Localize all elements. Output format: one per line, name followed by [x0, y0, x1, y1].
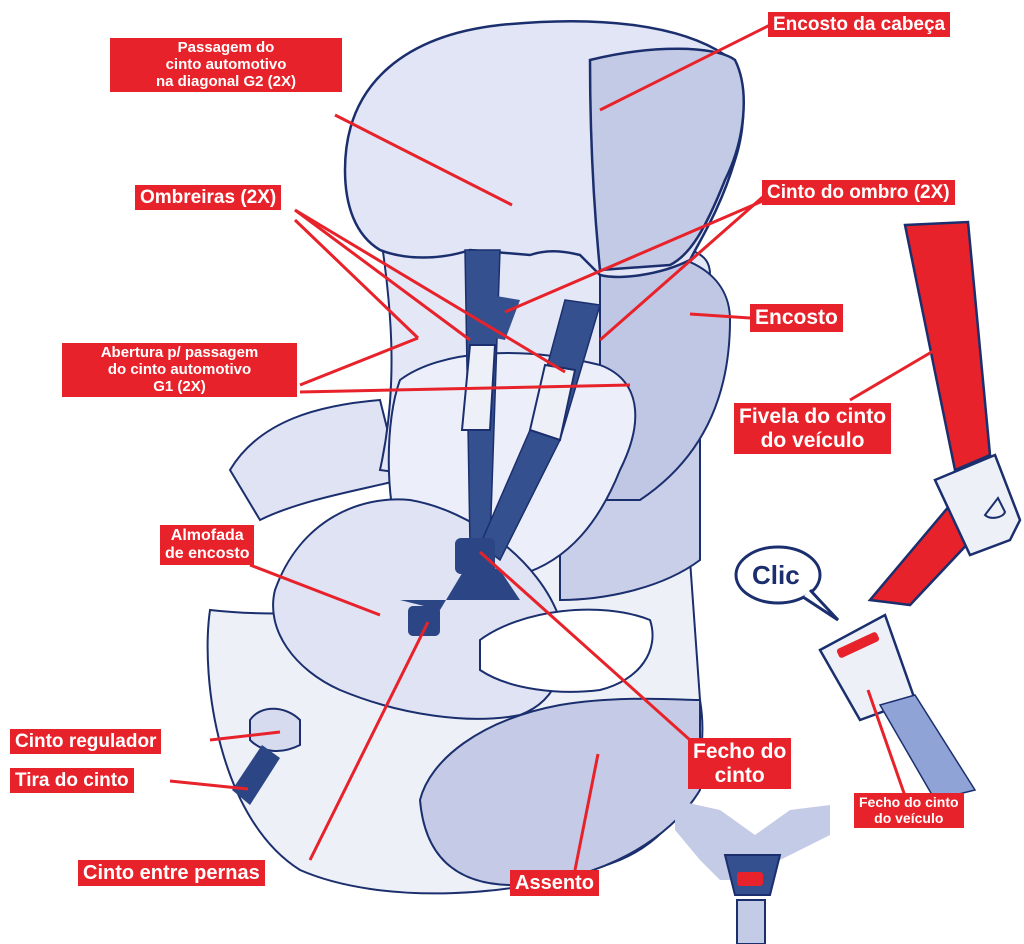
- label-ombreiras: Ombreiras (2X): [135, 185, 281, 210]
- label-tira-cinto: Tira do cinto: [10, 768, 134, 793]
- label-passagem-g2-line2: cinto automotivo: [115, 57, 337, 74]
- label-passagem-g2-line3: na diagonal G2 (2X): [115, 74, 337, 91]
- label-abertura-g1-line2: do cinto automotivo: [67, 362, 292, 379]
- label-fivela-veiculo-line2: do veículo: [739, 429, 886, 453]
- harness-buckle-detail: [675, 800, 830, 944]
- label-abertura-g1-line3: G1 (2X): [67, 379, 292, 396]
- label-encosto: Encosto: [750, 304, 843, 332]
- label-almofada-line1: Almofada: [165, 527, 249, 545]
- label-passagem-g2-line1: Passagem do: [115, 40, 337, 57]
- label-fecho-veiculo-line2: do veículo: [859, 811, 959, 827]
- label-fecho-cinto: Fecho do cinto: [688, 738, 791, 789]
- label-fecho-cinto-line2: cinto: [693, 764, 786, 788]
- label-cinto-regulador: Cinto regulador: [10, 729, 161, 754]
- label-almofada: Almofada de encosto: [160, 525, 254, 565]
- label-abertura-g1: Abertura p/ passagem do cinto automotivo…: [62, 343, 297, 397]
- label-passagem-g2: Passagem do cinto automotivo na diagonal…: [110, 38, 342, 92]
- label-encosto-cabeca: Encosto da cabeça: [768, 12, 950, 37]
- label-cinto-ombro: Cinto do ombro (2X): [762, 180, 955, 205]
- label-fivela-veiculo: Fivela do cinto do veículo: [734, 403, 891, 454]
- label-fecho-cinto-line1: Fecho do: [693, 740, 786, 764]
- label-assento: Assento: [510, 870, 599, 896]
- label-fecho-veiculo: Fecho do cinto do veículo: [854, 793, 964, 828]
- label-fivela-veiculo-line1: Fivela do cinto: [739, 405, 886, 429]
- label-fecho-veiculo-line1: Fecho do cinto: [859, 795, 959, 811]
- label-abertura-g1-line1: Abertura p/ passagem: [67, 345, 292, 362]
- clic-bubble-text: Clic: [752, 560, 800, 591]
- vehicle-buckle: [870, 222, 1020, 605]
- label-almofada-line2: de encosto: [165, 545, 249, 563]
- label-cinto-pernas: Cinto entre pernas: [78, 860, 265, 886]
